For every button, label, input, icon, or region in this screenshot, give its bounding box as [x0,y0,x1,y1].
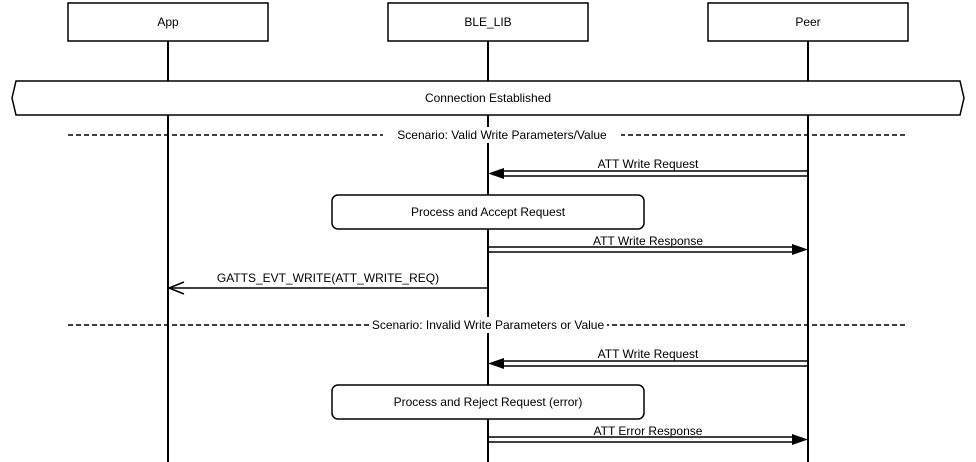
connection-banner: Connection Established [11,80,965,116]
divider-label: Scenario: Valid Write Parameters/Value [397,128,607,142]
arrow-head [166,281,185,295]
participant-box [67,2,269,42]
divider-label-bg [371,317,607,333]
message-label: ATT Write Request [598,347,699,361]
participant-label: BLE_LIB [464,15,511,29]
process-label: Process and Reject Request (error) [394,395,583,409]
message-att-write-response: ATT Write Response [488,234,808,255]
message-label: ATT Error Response [594,424,703,438]
participant-box [707,2,909,42]
process-box-reject: Process and Reject Request (error) [331,384,645,420]
banner-shape [11,80,965,116]
process-box [331,194,645,230]
message-label: GATTS_EVT_WRITE(ATT_WRITE_REQ) [217,271,439,285]
message-label: ATT Write Request [598,157,699,171]
arrow-head [488,358,504,369]
message-att-error-response: ATT Error Response [488,424,808,445]
divider-label-bg [383,127,621,143]
banner-label: Connection Established [425,91,551,105]
participant-peer: Peer [707,2,909,42]
participant-label: Peer [795,15,820,29]
divider-label: Scenario: Invalid Write Parameters or Va… [372,318,605,332]
arrow-head [792,244,808,255]
message-gatts-evt-write: GATTS_EVT_WRITE(ATT_WRITE_REQ) [166,271,488,295]
participant-app: App [67,2,269,42]
arrow-head [488,168,504,179]
participant-label: App [157,15,179,29]
process-box-accept: Process and Accept Request [331,194,645,230]
process-label: Process and Accept Request [411,205,566,219]
arrow-head [792,434,808,445]
scenario-divider-invalid: Scenario: Invalid Write Parameters or Va… [68,317,908,333]
participant-ble-lib: BLE_LIB [387,2,589,42]
process-box [331,384,645,420]
message-label: ATT Write Response [593,234,703,248]
scenario-divider-valid: Scenario: Valid Write Parameters/Value [68,127,908,143]
participant-box [387,2,589,42]
message-att-write-request: ATT Write Request [488,157,808,179]
message-att-write-request-2: ATT Write Request [488,347,808,369]
